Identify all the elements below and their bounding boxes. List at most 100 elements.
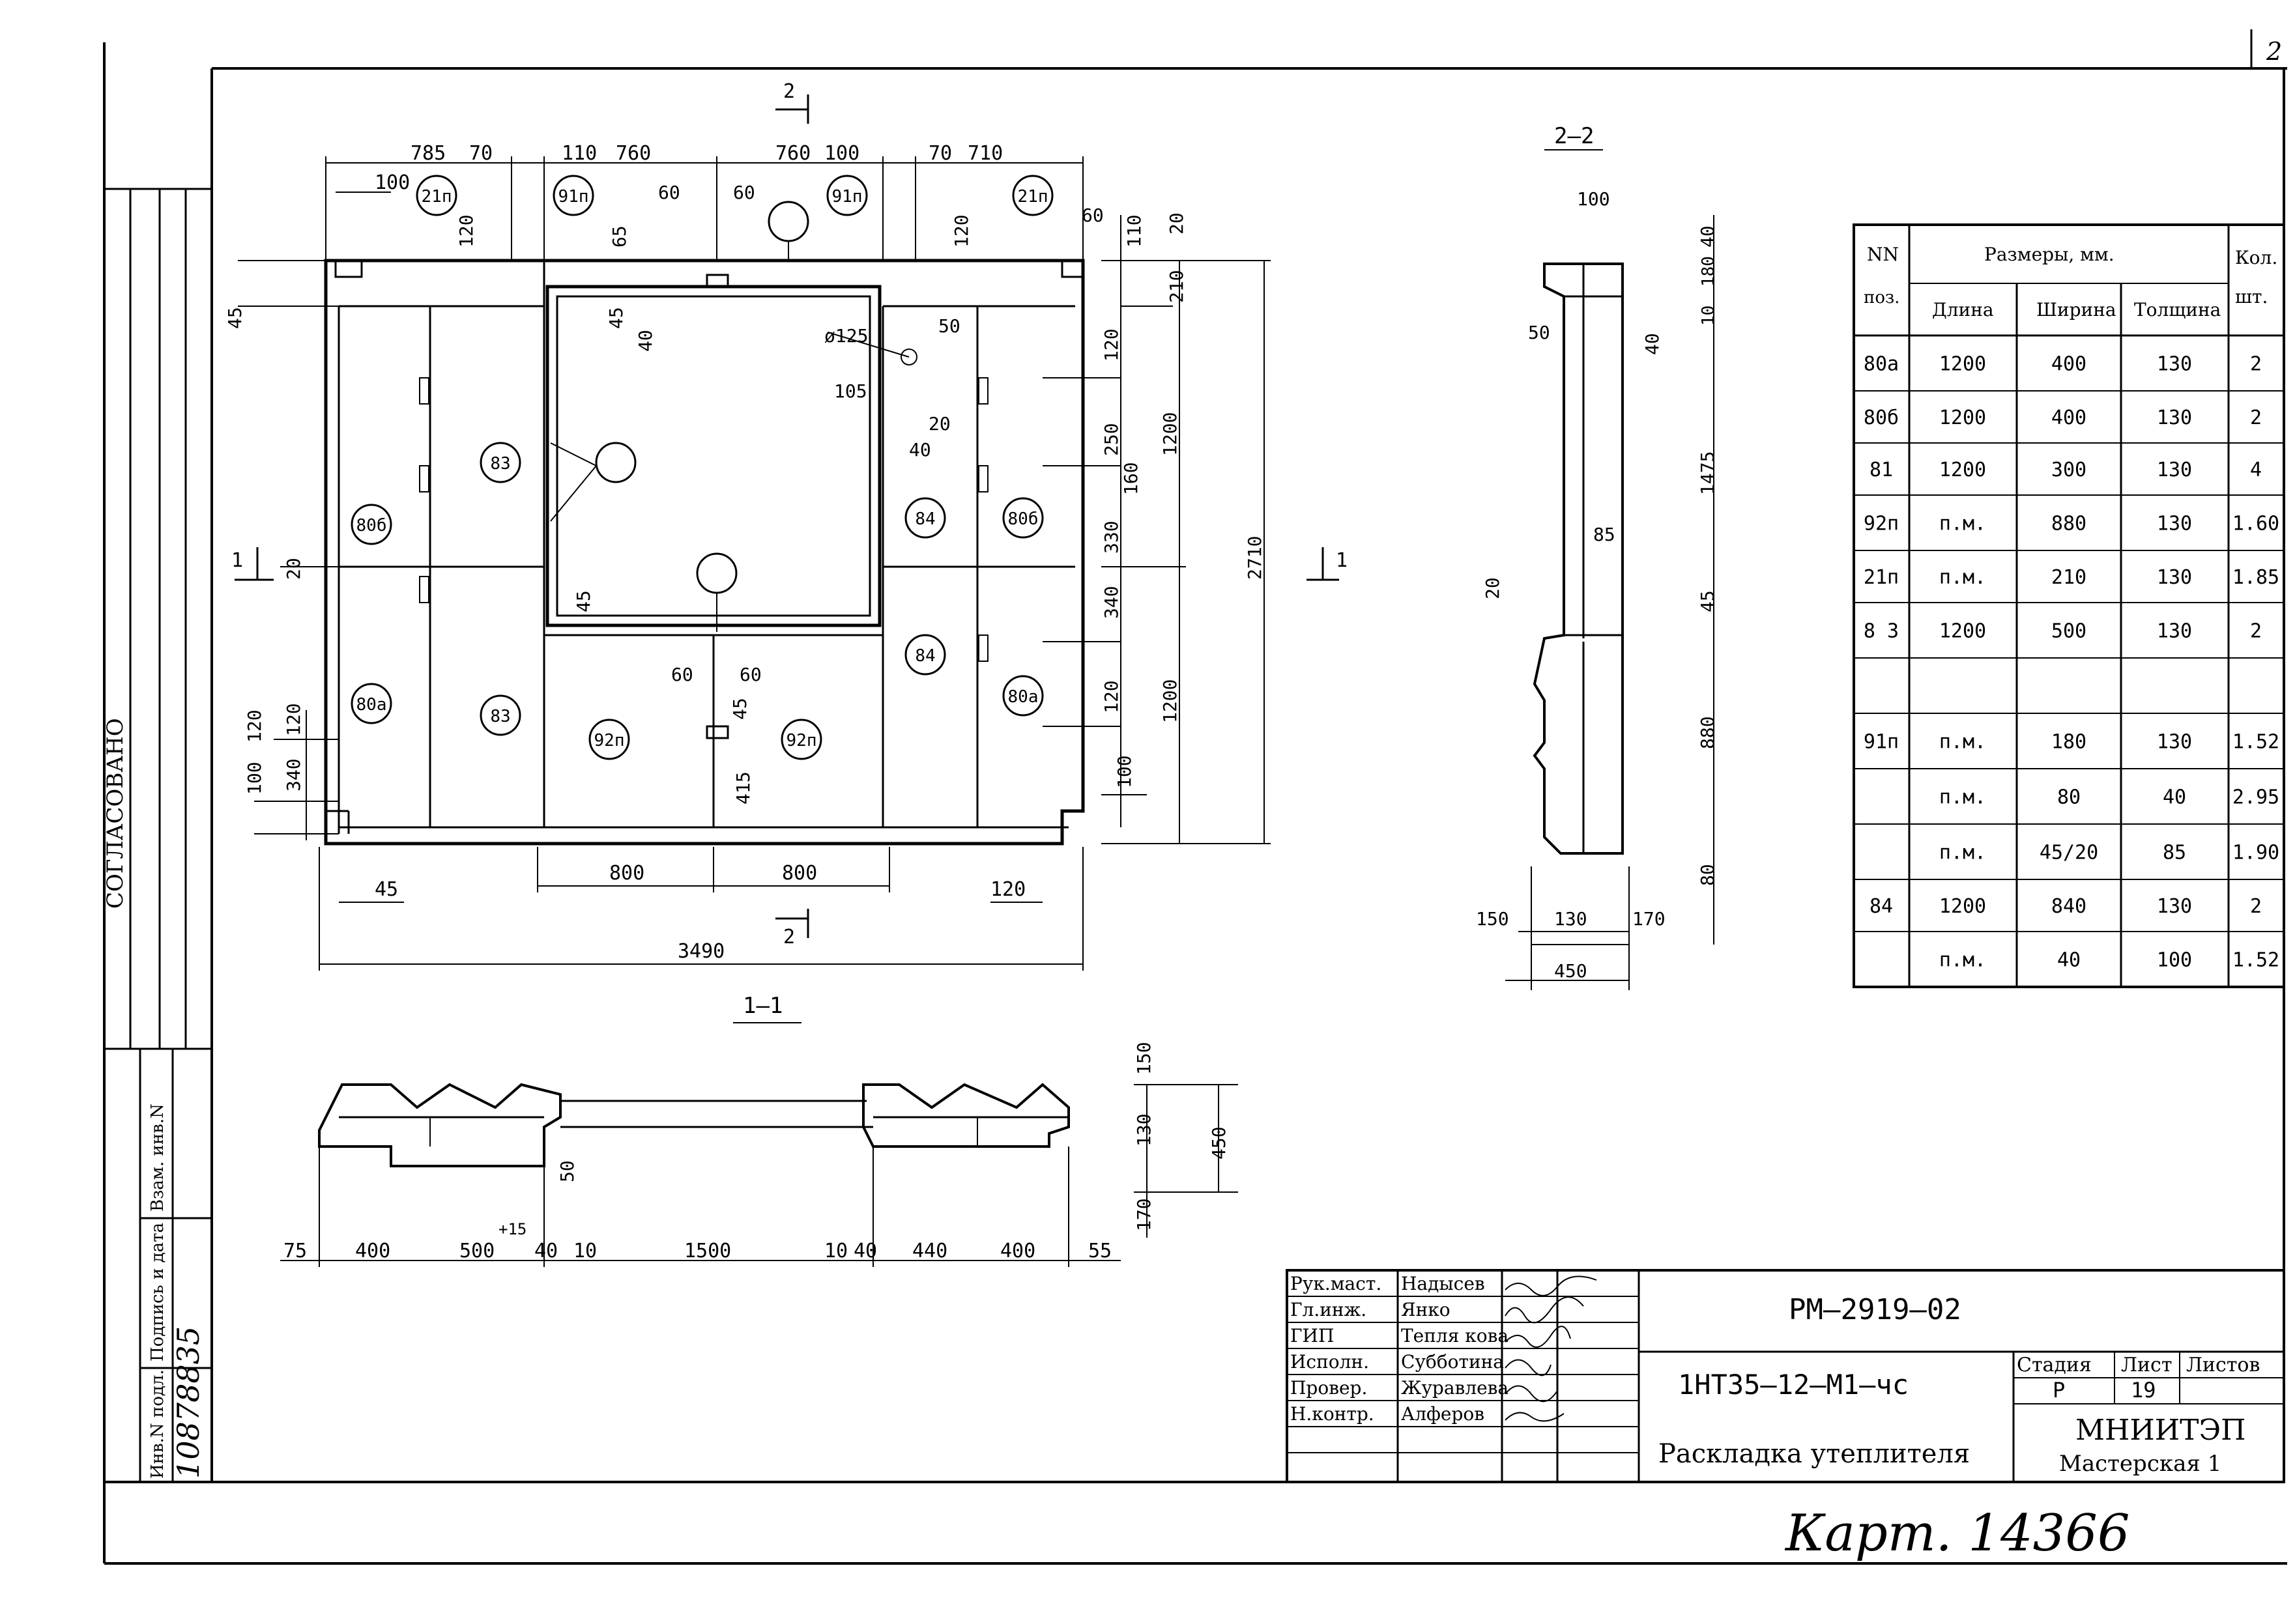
table-cell: 180: [2051, 731, 2086, 754]
table-header-qty: Кол.: [2235, 247, 2277, 268]
table-cell: п.м.: [1939, 731, 1986, 754]
position-label: 80а: [356, 695, 387, 715]
table-cell: п.м.: [1939, 513, 1986, 535]
table-cell: 840: [2051, 895, 2086, 918]
table-cell: 84: [1869, 895, 1893, 918]
dim: 20: [1482, 577, 1503, 599]
dim: 80: [1697, 864, 1718, 886]
role-label: Провер.: [1290, 1377, 1367, 1399]
table-cell: 2: [2250, 620, 2262, 643]
dim-top: 70: [929, 142, 952, 165]
inv-podl-label: Инв.N подл.: [148, 1369, 167, 1479]
table-header-qty-unit: шт.: [2235, 286, 2268, 307]
table-header-length: Длина: [1932, 299, 1994, 321]
dim-top: 110: [562, 142, 597, 165]
section-1-1: 1–1 75 400 500 +15 40 10 1500 10 40 440 …: [280, 993, 1238, 1267]
table-cell: 130: [2157, 513, 2192, 535]
dim: 20: [283, 558, 304, 580]
dim-top: 760: [616, 142, 651, 165]
role-label: Исполн.: [1290, 1351, 1369, 1373]
table-cell: 80б: [1864, 406, 1899, 429]
section-2-2: 2–2 100 40 50 40 10 180 85 1475 20 45 88…: [1476, 123, 1718, 990]
dim: 120: [990, 878, 1026, 901]
role-name: Субботина: [1401, 1351, 1504, 1373]
dim: 40: [909, 439, 931, 461]
table-header-pos: поз.: [1864, 288, 1899, 307]
inv-number: 10878835: [171, 1326, 206, 1479]
table-cell: 1.60: [2232, 513, 2279, 535]
table-cell: п.м.: [1939, 842, 1986, 864]
role-label: Н.контр.: [1290, 1403, 1374, 1425]
dim: 40: [534, 1240, 558, 1262]
table-cell: 2: [2250, 406, 2262, 429]
dim: 40: [635, 330, 656, 352]
dim: 1200: [1159, 679, 1181, 723]
dim-top: 710: [968, 142, 1003, 165]
dim: 450: [1208, 1126, 1230, 1160]
dim: +15: [498, 1220, 527, 1238]
spec-table: NN поз. Размеры, мм. Длина Ширина Толщин…: [1853, 223, 2285, 988]
dim: 45: [1697, 590, 1718, 612]
role-name: Журавлева: [1401, 1377, 1508, 1399]
dim: 45: [729, 698, 751, 720]
table-cell: 1200: [1939, 406, 1986, 429]
dim: 130: [1133, 1113, 1155, 1147]
dim: 2710: [1244, 536, 1265, 580]
dim: 440: [912, 1240, 947, 1262]
dim: 40: [854, 1240, 877, 1262]
dim: 180: [1699, 256, 1718, 287]
table-header-nn: NN: [1867, 244, 1899, 265]
dim: 45: [375, 878, 398, 901]
table-cell: 85: [2163, 842, 2186, 864]
cut-mark-2-top: 2: [783, 80, 795, 103]
dim: 100: [1114, 755, 1135, 788]
dim: 3490: [678, 940, 725, 963]
table-cell: 130: [2157, 459, 2192, 481]
dim: 340: [1101, 586, 1122, 619]
dim: 1475: [1697, 451, 1718, 495]
role-name: Надысев: [1401, 1273, 1485, 1294]
org-name: МНИИТЭП: [2075, 1414, 2246, 1447]
position-label: 92п: [787, 731, 817, 750]
table-cell: 81: [1869, 459, 1893, 481]
table-cell: 2: [2250, 353, 2262, 376]
role-label: Гл.инж.: [1290, 1299, 1366, 1320]
table-cell: 1200: [1939, 459, 1986, 481]
table-cell: п.м.: [1939, 949, 1986, 972]
dim: 60: [658, 182, 680, 203]
table-cell: 4: [2250, 459, 2262, 481]
dim: 150: [1476, 908, 1509, 930]
dim: 100: [1577, 188, 1610, 210]
table-cell: 8 3: [1864, 620, 1899, 643]
table-cell: 21п: [1864, 566, 1899, 589]
role-name: Тепля кова: [1401, 1325, 1508, 1346]
dim: 1200: [1159, 412, 1181, 456]
dim: 65: [609, 225, 630, 248]
dim: 120: [1101, 680, 1122, 713]
position-label: 91п: [832, 187, 863, 207]
role-label: Рук.маст.: [1290, 1273, 1381, 1294]
dim: 10: [573, 1240, 597, 1262]
position-label: 84: [915, 509, 935, 529]
dim: 55: [1088, 1240, 1112, 1262]
dim: 250: [1101, 423, 1122, 456]
dim: 40: [1697, 225, 1718, 248]
table-cell: 40: [2163, 786, 2186, 809]
dim: 120: [244, 709, 265, 743]
dim: 20: [929, 413, 951, 434]
dim: 340: [283, 758, 304, 791]
dim: 120: [455, 214, 477, 248]
dim-top: 760: [775, 142, 811, 165]
dim: 110: [1123, 214, 1145, 248]
section-1-1-title: 1–1: [743, 993, 783, 1019]
position-label: 21п: [1018, 187, 1048, 207]
position-label: 80а: [1008, 687, 1039, 707]
dim: 120: [283, 703, 304, 736]
table-header-width: Ширина: [2036, 299, 2116, 321]
cut-mark-1-left: 1: [231, 549, 243, 572]
dim: 170: [1632, 908, 1666, 930]
table-cell: 130: [2157, 353, 2192, 376]
table-cell: 91п: [1864, 731, 1899, 754]
